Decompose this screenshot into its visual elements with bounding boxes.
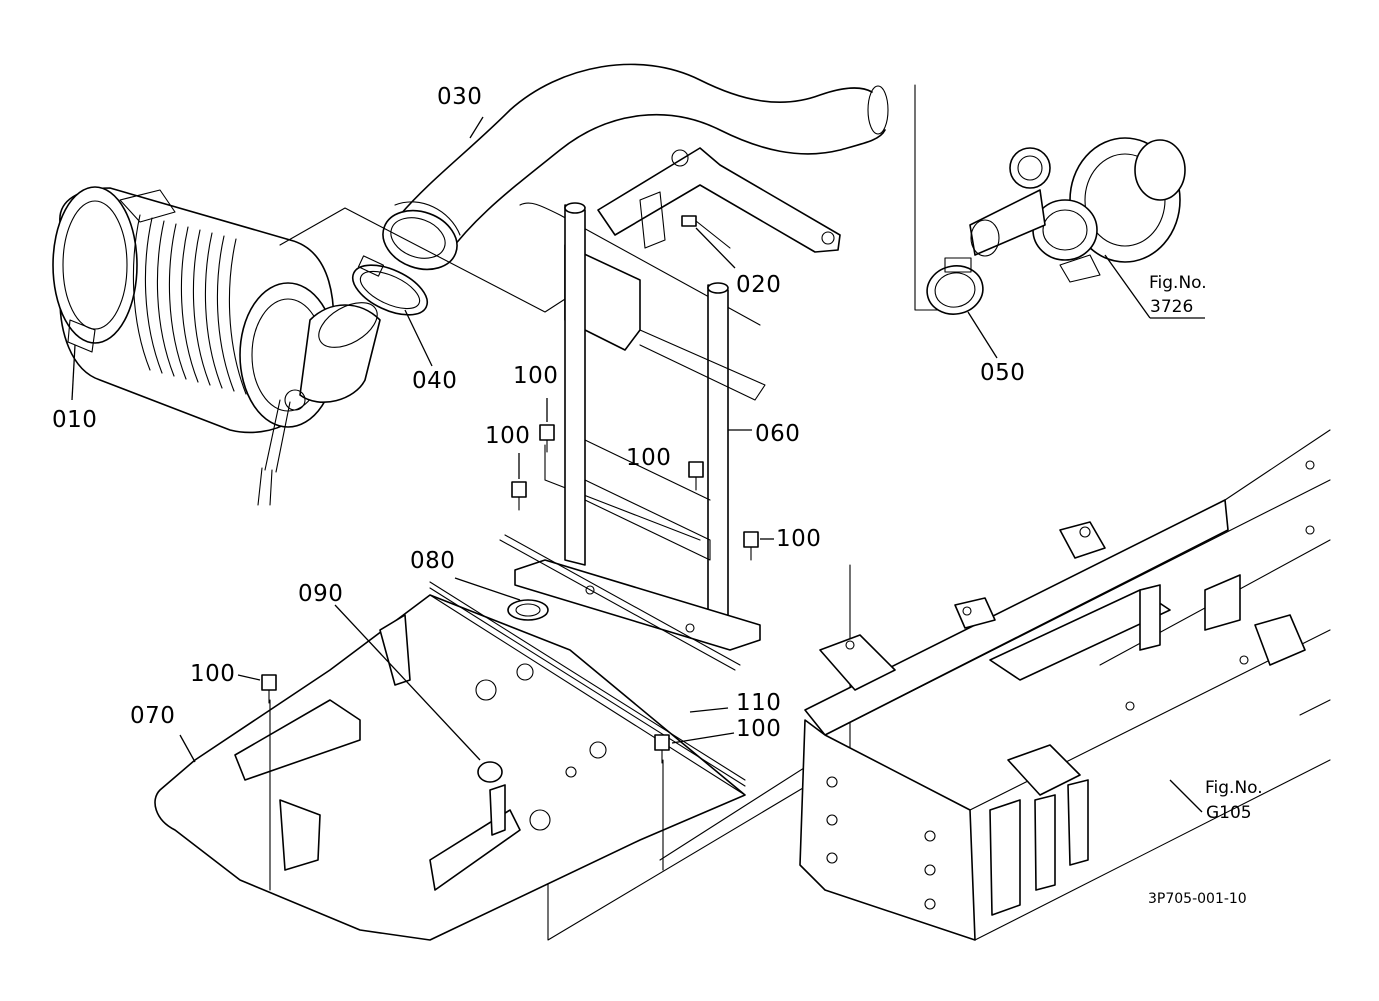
- air-cleaner-bracket: [499, 147, 841, 671]
- turbocharger-reference: [969, 137, 1205, 319]
- part-label-100-plate: 100: [190, 661, 236, 687]
- part-label-100-lower: 100: [736, 716, 782, 742]
- bolt-icon: [237, 674, 277, 704]
- part-label-050: 050: [980, 360, 1026, 386]
- bolt-icons: [237, 398, 774, 764]
- part-label-070: 070: [130, 703, 176, 729]
- bolt-icon: [688, 461, 704, 491]
- floor-plate: [154, 577, 746, 941]
- chassis-frame-reference: [799, 429, 1331, 941]
- part-label-020: 020: [736, 272, 782, 298]
- part-label-110: 110: [736, 690, 782, 716]
- part-label-010: 010: [52, 407, 98, 433]
- hose-clamp-040: [351, 255, 433, 367]
- bolt-icon: [539, 398, 555, 453]
- fig-ref-3726-title: Fig.No.: [1149, 273, 1207, 293]
- fig-ref-g105-title: Fig.No.: [1205, 778, 1263, 798]
- part-label-030: 030: [437, 84, 483, 110]
- bolt-icon: [743, 531, 774, 561]
- drawing-code: 3P705-001-10: [1148, 891, 1247, 907]
- fig-ref-g105-number: G105: [1206, 803, 1252, 823]
- air-cleaner-ribs: [132, 214, 247, 395]
- part-label-100-left: 100: [485, 423, 531, 449]
- part-label-090: 090: [298, 581, 344, 607]
- part-label-060: 060: [755, 421, 801, 447]
- part-label-040: 040: [412, 368, 458, 394]
- intake-hose: [382, 63, 889, 271]
- hose-clamp-050: [926, 257, 998, 359]
- fig-ref-3726-number: 3726: [1150, 297, 1194, 317]
- part-label-100-mid: 100: [626, 445, 672, 471]
- air-cleaner-assembly: [52, 186, 381, 506]
- part-label-100-right: 100: [776, 526, 822, 552]
- part-label-100-top: 100: [513, 363, 559, 389]
- bolt-icon: [511, 453, 527, 511]
- part-label-080: 080: [410, 548, 456, 574]
- bolt-icon: [654, 732, 735, 764]
